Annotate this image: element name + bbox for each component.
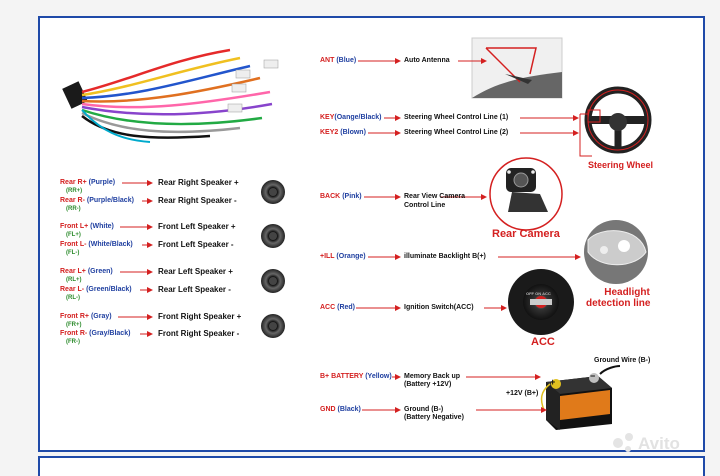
antenna-wire-name: ANT (Blue) bbox=[320, 57, 357, 64]
ignition-key-text: OFF ON ACC bbox=[526, 291, 551, 296]
camera-label-line2: Control Line bbox=[404, 202, 446, 209]
battery-plus12-label: +12V (B+) bbox=[506, 390, 539, 397]
battery-image bbox=[540, 365, 621, 430]
ground-label-line1: Ground (B-) bbox=[404, 406, 444, 413]
battery-label-line2: (Battery +12V) bbox=[404, 381, 452, 388]
speaker-pos-label: Rear Right Speaker + bbox=[158, 178, 239, 187]
ignition-image bbox=[508, 269, 574, 335]
speaker-pos-label: Front Left Speaker + bbox=[158, 222, 236, 231]
speaker-neg-label: Rear Left Speaker - bbox=[158, 285, 231, 294]
steering-wheel-caption: Steering Wheel bbox=[588, 160, 654, 170]
speaker-neg-code: (FL-) bbox=[66, 250, 80, 256]
speaker-icon bbox=[261, 269, 285, 293]
connection-arrows bbox=[118, 58, 581, 413]
speaker-pos-wire: Front L+ (White) bbox=[60, 223, 114, 230]
speaker-pos-wire: Rear L+ (Green) bbox=[60, 268, 113, 275]
speaker-pos-label: Front Right Speaker + bbox=[158, 312, 242, 321]
speaker-neg-wire: Front L- (White/Black) bbox=[60, 241, 133, 248]
headlight-image bbox=[584, 220, 648, 284]
next-panel-frame bbox=[38, 456, 705, 476]
speaker-neg-wire: Front R- (Gray/Black) bbox=[60, 330, 131, 337]
watermark-text: Avito bbox=[638, 434, 680, 453]
key2-label: Steering Wheel Control Line (2) bbox=[404, 129, 509, 136]
watermark-logo-icon bbox=[613, 433, 633, 452]
camera-wire-name: BACK (Pink) bbox=[320, 193, 362, 200]
speaker-neg-label: Rear Right Speaker - bbox=[158, 196, 237, 205]
camera-label-line1: Rear View Camera bbox=[404, 193, 465, 200]
speaker-pos-code: (FR+) bbox=[66, 322, 82, 328]
antenna-label: Auto Antenna bbox=[404, 57, 450, 64]
key1-label: Steering Wheel Control Line (1) bbox=[404, 114, 509, 121]
speaker-pos-code: (RR+) bbox=[66, 188, 83, 194]
ground-label-line2: (Battery Negative) bbox=[404, 414, 464, 421]
battery-plus-sign: + bbox=[550, 377, 556, 387]
speaker-pos-code: (FL+) bbox=[66, 232, 81, 238]
acc-caption: ACC bbox=[531, 336, 555, 348]
ground-wire-name: GND (Black) bbox=[320, 406, 361, 413]
speaker-pos-label: Rear Left Speaker + bbox=[158, 267, 233, 276]
wire-harness-image bbox=[62, 48, 279, 143]
acc-label: Ignition Switch(ACC) bbox=[404, 304, 474, 311]
speaker-pos-wire: Front R+ (Gray) bbox=[60, 313, 112, 320]
key1-wire-name: KEY(Oange/Black) bbox=[320, 114, 382, 121]
ground-wire-label: Ground Wire (B-) bbox=[594, 357, 651, 364]
headlight-caption-line2: detection line bbox=[586, 298, 651, 309]
speaker-pos-wire: Rear R+ (Purple) bbox=[60, 179, 116, 186]
speaker-icon bbox=[261, 314, 285, 338]
speaker-neg-wire: Rear R- (Purple/Black) bbox=[60, 197, 134, 204]
key2-wire-name: KEY2 (Blown) bbox=[320, 129, 366, 136]
rear-camera-image bbox=[489, 157, 563, 231]
speaker-neg-label: Front Right Speaker - bbox=[158, 329, 240, 338]
steering-wheel-image bbox=[579, 86, 652, 157]
battery-minus-sign: − bbox=[590, 371, 596, 381]
battery-wire-name: B+ BATTERY (Yellow) bbox=[320, 373, 392, 380]
battery-label-line1: Memory Back up bbox=[404, 373, 461, 380]
speaker-icon bbox=[261, 224, 285, 248]
speaker-neg-label: Front Left Speaker - bbox=[158, 240, 234, 249]
acc-wire-name: ACC (Red) bbox=[320, 304, 356, 311]
speaker-neg-code: (FR-) bbox=[66, 339, 80, 345]
speaker-neg-code: (RR-) bbox=[66, 206, 81, 212]
headlight-caption-line1: Headlight bbox=[604, 287, 650, 298]
rear-camera-caption: Rear Camera bbox=[492, 228, 560, 240]
speaker-neg-code: (RL-) bbox=[66, 295, 80, 301]
speaker-pos-code: (RL+) bbox=[66, 277, 82, 283]
ill-wire-name: +ILL (Orange) bbox=[320, 253, 366, 260]
antenna-image bbox=[471, 37, 563, 99]
speaker-icon bbox=[261, 180, 285, 204]
speaker-neg-wire: Rear L- (Green/Black) bbox=[60, 286, 132, 293]
ill-label: illuminate Backlight B(+) bbox=[404, 253, 486, 260]
